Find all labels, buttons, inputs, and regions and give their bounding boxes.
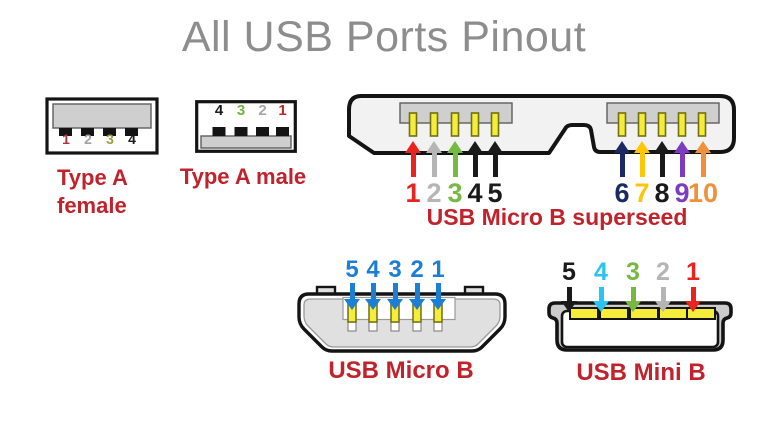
- mini-b-connector: [547, 301, 733, 352]
- pin-number: 2: [258, 102, 267, 119]
- pin-number: 9: [674, 178, 690, 208]
- pin-number: 4: [366, 256, 380, 283]
- micro-b-superspeed-label: USB Micro B superseed: [426, 204, 688, 230]
- arrow-up-icon: [447, 141, 463, 177]
- type-a-female-connector: 1 2 3 4: [45, 97, 159, 155]
- superspeed-pin-6: 6: [605, 141, 639, 207]
- arrow-down-icon: [625, 287, 641, 312]
- contact-pins: [212, 127, 289, 136]
- pin-number: 2: [656, 258, 670, 286]
- pin-number: 1: [686, 258, 700, 286]
- pin-number: 3: [236, 102, 246, 119]
- pin-number: 4: [214, 102, 224, 119]
- arrow-up-icon: [487, 141, 503, 177]
- pin-number: 5: [487, 178, 503, 208]
- micro-b-label: USB Micro B: [328, 357, 474, 384]
- type-a-male-label: Type A male: [179, 164, 307, 189]
- pin-number: 3: [626, 258, 640, 286]
- connector-tongue: [52, 103, 152, 129]
- label-line-2: female: [57, 193, 127, 218]
- contact-pins: [59, 128, 138, 136]
- arrow-up-icon: [695, 141, 711, 177]
- type-a-female-drawing: [45, 97, 159, 155]
- pin-number: 10: [687, 178, 719, 208]
- connector-tongue: [200, 135, 292, 149]
- arrow-down-icon: [655, 287, 671, 312]
- micro-b-pin-5: 5: [335, 258, 369, 310]
- micro-b-pin-1: 1: [421, 258, 455, 310]
- contact-pins: [569, 307, 716, 320]
- micro-b-pin-4: 4: [356, 258, 390, 310]
- pin-number: 4: [128, 131, 136, 147]
- arrow-up-icon: [634, 141, 650, 177]
- mini-b-pin-1: 1: [676, 260, 710, 312]
- mini-b-pin-3: 3: [616, 260, 650, 312]
- pin-number: 4: [594, 258, 608, 286]
- arrow-up-icon: [467, 141, 483, 177]
- type-a-male-drawing: [195, 100, 297, 153]
- page-title: All USB Ports Pinout: [181, 13, 587, 61]
- superspeed-pin-3: 3: [438, 141, 472, 207]
- pin-number: 1: [405, 178, 421, 208]
- pin-number: 2: [84, 131, 92, 147]
- contact-pins: [347, 301, 443, 332]
- arrow-down-icon: [365, 283, 381, 310]
- micro-b-pin-2: 2: [400, 258, 434, 310]
- mini-b-pin-4: 4: [584, 260, 618, 312]
- superspeed-pin-2: 2: [417, 141, 451, 207]
- arrow-down-icon: [430, 283, 446, 310]
- pin-number: 8: [654, 178, 670, 208]
- pin-number: 4: [467, 178, 483, 208]
- arrow-up-icon: [674, 141, 690, 177]
- pin-number: 3: [106, 131, 114, 147]
- arrow-up-icon: [405, 141, 421, 177]
- superspeed-pin-10: 10: [686, 141, 720, 207]
- mini-b-label: USB Mini B: [576, 359, 706, 386]
- mini-b-pin-2: 2: [646, 260, 680, 312]
- superspeed-pin-9: 9: [665, 141, 699, 207]
- pin-number: 3: [447, 178, 463, 208]
- arrow-down-icon: [561, 287, 577, 312]
- arrow-down-icon: [593, 287, 609, 312]
- pin-number: 2: [426, 178, 442, 208]
- superspeed-pin-4: 4: [458, 141, 492, 207]
- superspeed-pin-7: 7: [625, 141, 659, 207]
- micro-b-pin-3: 3: [378, 258, 412, 310]
- arrow-down-icon: [685, 287, 701, 312]
- pin-number: 2: [410, 256, 424, 283]
- superspeed-pin-1: 1: [396, 141, 430, 207]
- label-line-1: Type A: [57, 165, 128, 190]
- arrow-down-icon: [344, 283, 360, 310]
- pin-number: 5: [562, 258, 576, 286]
- pin-number: 5: [345, 256, 359, 283]
- pin-number: 1: [431, 256, 445, 283]
- type-a-male-connector: 4 3 2 1: [195, 100, 297, 153]
- mini-b-pin-5: 5: [552, 260, 586, 312]
- pin-number: 7: [634, 178, 650, 208]
- contact-pins: [408, 112, 707, 137]
- pin-number: 1: [62, 131, 70, 147]
- micro-b-superspeed-connector: [347, 94, 736, 155]
- arrow-up-icon: [654, 141, 670, 177]
- pin-number: 6: [614, 178, 630, 208]
- arrow-up-icon: [614, 141, 630, 177]
- type-a-female-label: Type A female: [57, 164, 128, 220]
- arrow-down-icon: [387, 283, 403, 310]
- pin-number: 1: [278, 102, 287, 119]
- superspeed-pin-5: 5: [478, 141, 512, 207]
- pin-number: 3: [388, 256, 402, 283]
- superspeed-pin-8: 8: [645, 141, 679, 207]
- arrow-up-icon: [426, 141, 442, 177]
- arrow-down-icon: [409, 283, 425, 310]
